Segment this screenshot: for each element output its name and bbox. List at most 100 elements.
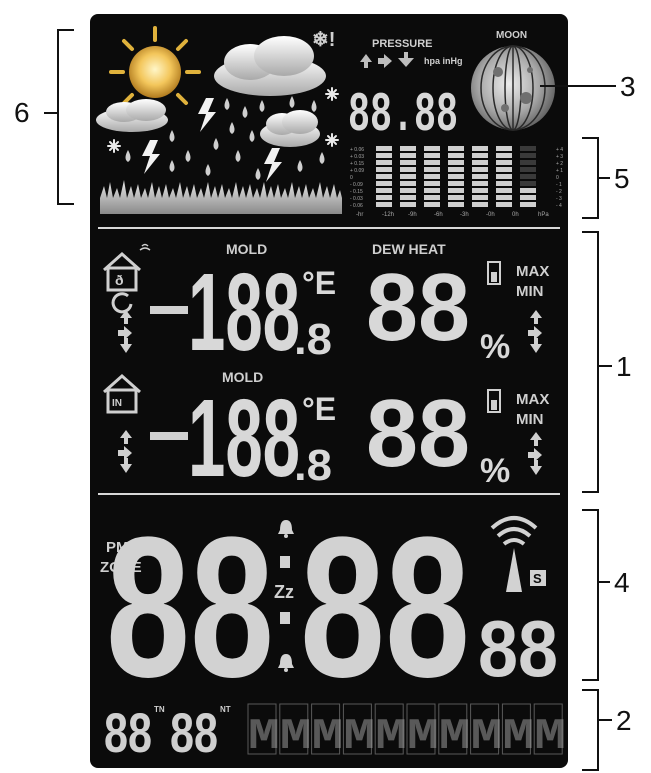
bracket-1 [582,231,599,493]
pressure-bar-segment [400,195,416,200]
pressure-bar-segment [424,153,440,158]
outdoor-mold-label: MOLD [226,241,267,257]
pressure-title: PRESSURE [372,38,433,50]
pressure-bar-segment [520,202,536,207]
svg-text:ð: ð [115,272,124,288]
clock-pm-label: PM [106,539,129,556]
indoor-battery-icon [487,389,501,413]
indoor-minus-sign [150,432,188,440]
pressure-trend-arrows [360,52,414,68]
moon-phase-icon [471,45,555,131]
pressure-bar-segment [520,146,536,151]
pressure-bar-segment [520,195,536,200]
pressure-bar-segment [472,167,488,172]
outdoor-humidity-unit: % [480,328,510,366]
pressure-bar-segment [472,160,488,165]
date-segment-cell [311,703,341,755]
pressure-bar-segment [400,167,416,172]
pressure-right-scale-label: + 4 [556,147,563,153]
date-segment-cell [406,703,436,755]
pressure-bar-segment [448,202,464,207]
pressure-bar-segment [424,146,440,151]
outdoor-dew-heat-label: DEW HEAT [372,241,446,257]
pressure-area: PRESSURE hpa inHg 88.88 + 0.06+ 0.03+ 0.… [348,38,563,218]
radio-signal-icon [490,516,538,592]
outdoor-min-label: MIN [516,283,544,300]
pressure-axis-label: -9h [408,212,417,218]
arrow-down-icon [398,52,414,67]
bracket-5 [582,137,599,219]
pressure-left-scale-label: - 0.15 [350,189,363,195]
outdoor-humidity-trend-arrows [528,310,542,353]
pressure-right-scale-label: + 3 [556,154,563,160]
bracket-4 [582,509,599,681]
outdoor-humidity-digits: 88 [366,254,470,361]
cloud-icon [260,110,320,147]
pressure-bar-segment [448,167,464,172]
arrow-up-icon [360,54,372,68]
indoor-temperature-digits: 188 [188,377,300,500]
pressure-bar-segment [400,188,416,193]
pressure-bar-segment [520,174,536,179]
pressure-axis-label: hPa [538,212,549,218]
pressure-right-scale: + 4+ 3+ 2+ 10- 1- 2- 3- 4 [556,147,563,209]
pressure-left-scale-label: + 0.09 [350,168,364,174]
pressure-axis-label: -0h [486,212,495,218]
indoor-max-label: MAX [516,391,549,408]
pressure-bar-segment [400,146,416,151]
pressure-bar-segment [448,174,464,179]
indoor-house-icon [103,373,141,414]
date-text-segment-cells [247,703,563,755]
pressure-left-scale-label: - 0.09 [350,182,363,188]
outdoor-battery-icon [487,261,501,285]
clock-colon [280,556,290,624]
moon-title: MOON [496,30,527,41]
pressure-left-scale-label: + 0.03 [350,154,364,160]
indoor-trend-arrows [118,430,132,473]
pressure-left-scale-label: 0 [350,175,353,181]
pressure-bar-segment [448,195,464,200]
grass-icon [100,180,342,214]
cloud-icon [96,99,168,132]
signal-s-label: S [533,571,542,586]
pressure-right-scale-label: - 2 [556,189,562,195]
refresh-icon [111,292,133,314]
pressure-bar-segment [472,195,488,200]
indoor-humidity-unit: % [480,452,510,490]
callout-number-3: 3 [620,71,636,102]
date-month-suffix: NT [220,705,231,714]
pressure-right-scale-label: - 4 [556,203,562,209]
pressure-bar-segment [472,146,488,151]
pressure-bar-segment [472,202,488,207]
outdoor-trend-arrows [118,310,132,353]
pressure-bar-segment [376,188,392,193]
date-day-digits: 88 [104,701,152,764]
pressure-axis-label: -hr [356,212,363,218]
pressure-bar-segment [496,202,512,207]
arrow-right-icon [378,54,392,68]
pressure-bar-segment [400,160,416,165]
pressure-bar-segment [376,195,392,200]
pressure-left-scale-label: + 0.06 [350,147,364,153]
date-segment-cell [533,703,563,755]
cloud-icon [214,36,326,96]
pressure-bar-segment [400,153,416,158]
pressure-bar-segment [496,160,512,165]
pressure-right-scale-label: - 1 [556,182,562,188]
pressure-digits: 88.88 [348,83,458,147]
pressure-right-scale-label: + 1 [556,168,563,174]
outdoor-temperature-unit: °E [302,265,336,301]
pressure-bar-segment [376,181,392,186]
indoor-humidity-trend-arrows [528,432,542,475]
pressure-left-scale-label: - 0.06 [350,203,363,209]
snow-alert-icon: ❄! [312,29,335,51]
clock-seconds-digits: 88 [478,604,558,693]
alarm-bell-icon [278,520,294,538]
outdoor-readings: ð MOLD 188 .8 °E DEW HEAT 88 % MAX MIN [103,241,549,374]
pressure-bar-segment [376,146,392,151]
outdoor-temperature-digits: 188 [188,251,300,374]
pressure-bar-segment [424,181,440,186]
outdoor-house-icon: ð [103,243,151,292]
